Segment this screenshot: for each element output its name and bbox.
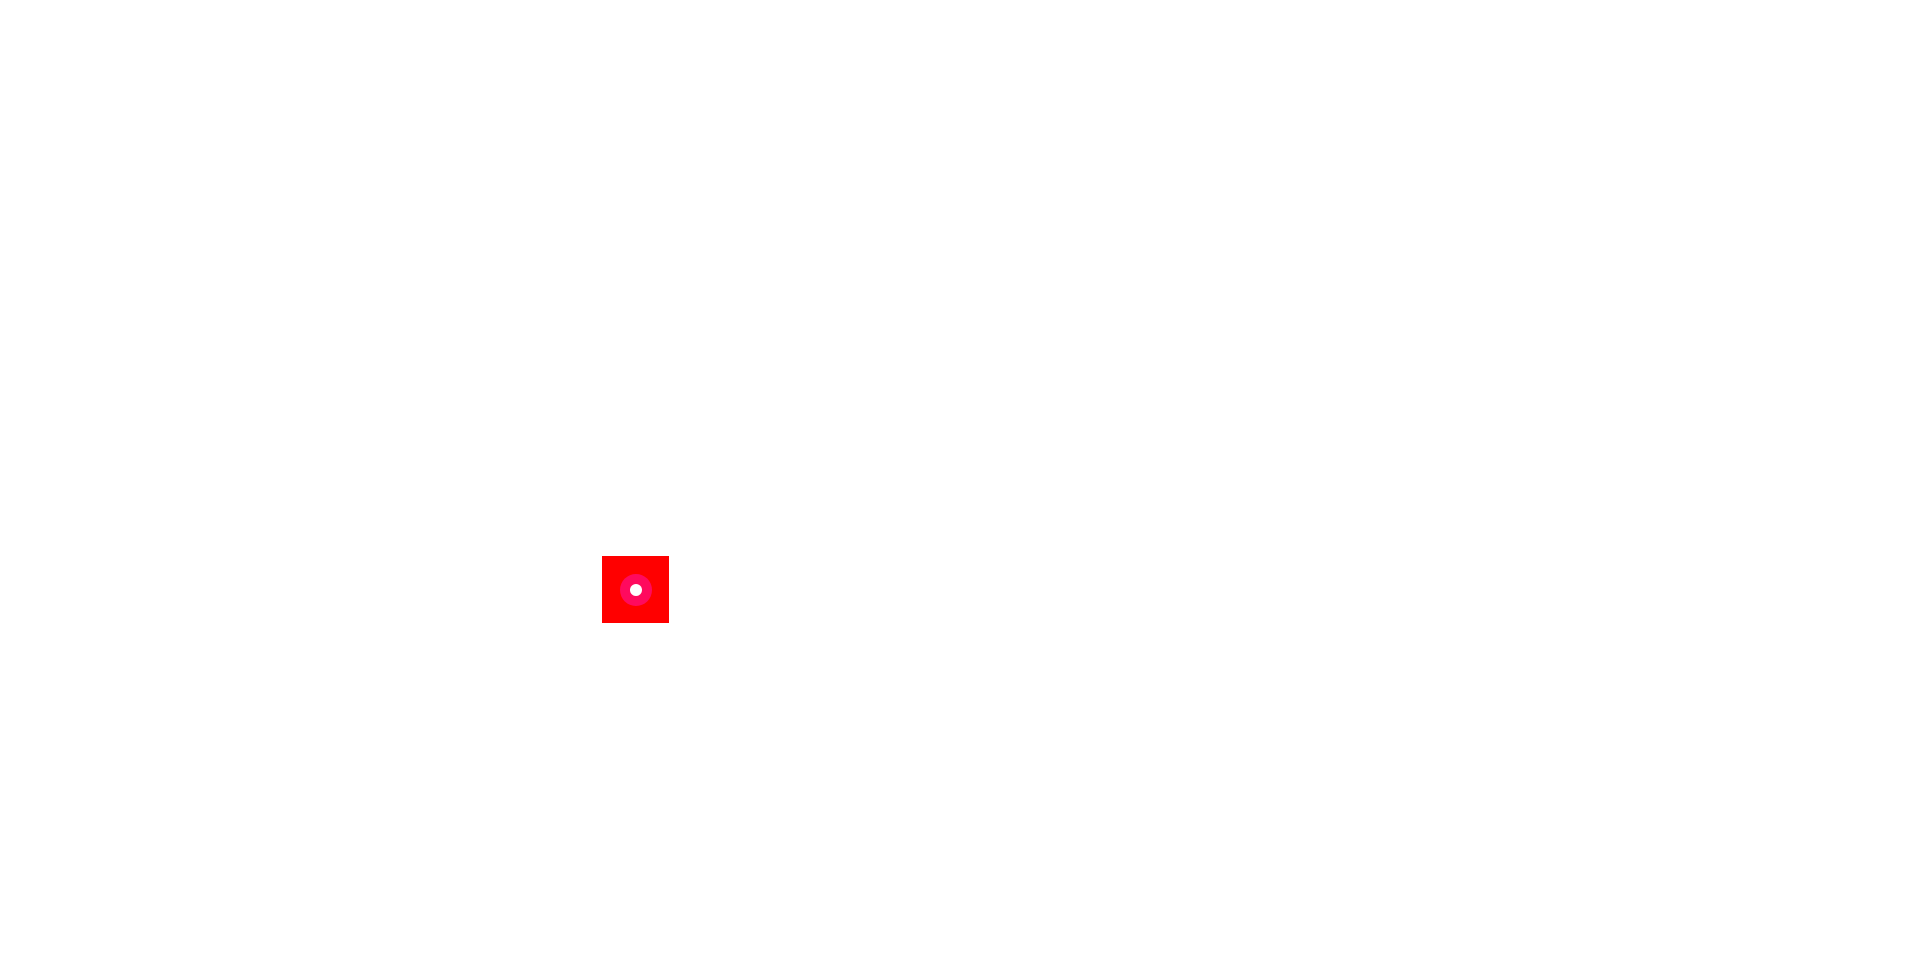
target-ring-icon [619, 573, 652, 606]
target-center-dot-icon [629, 583, 642, 596]
click-target-marker[interactable] [602, 556, 669, 623]
